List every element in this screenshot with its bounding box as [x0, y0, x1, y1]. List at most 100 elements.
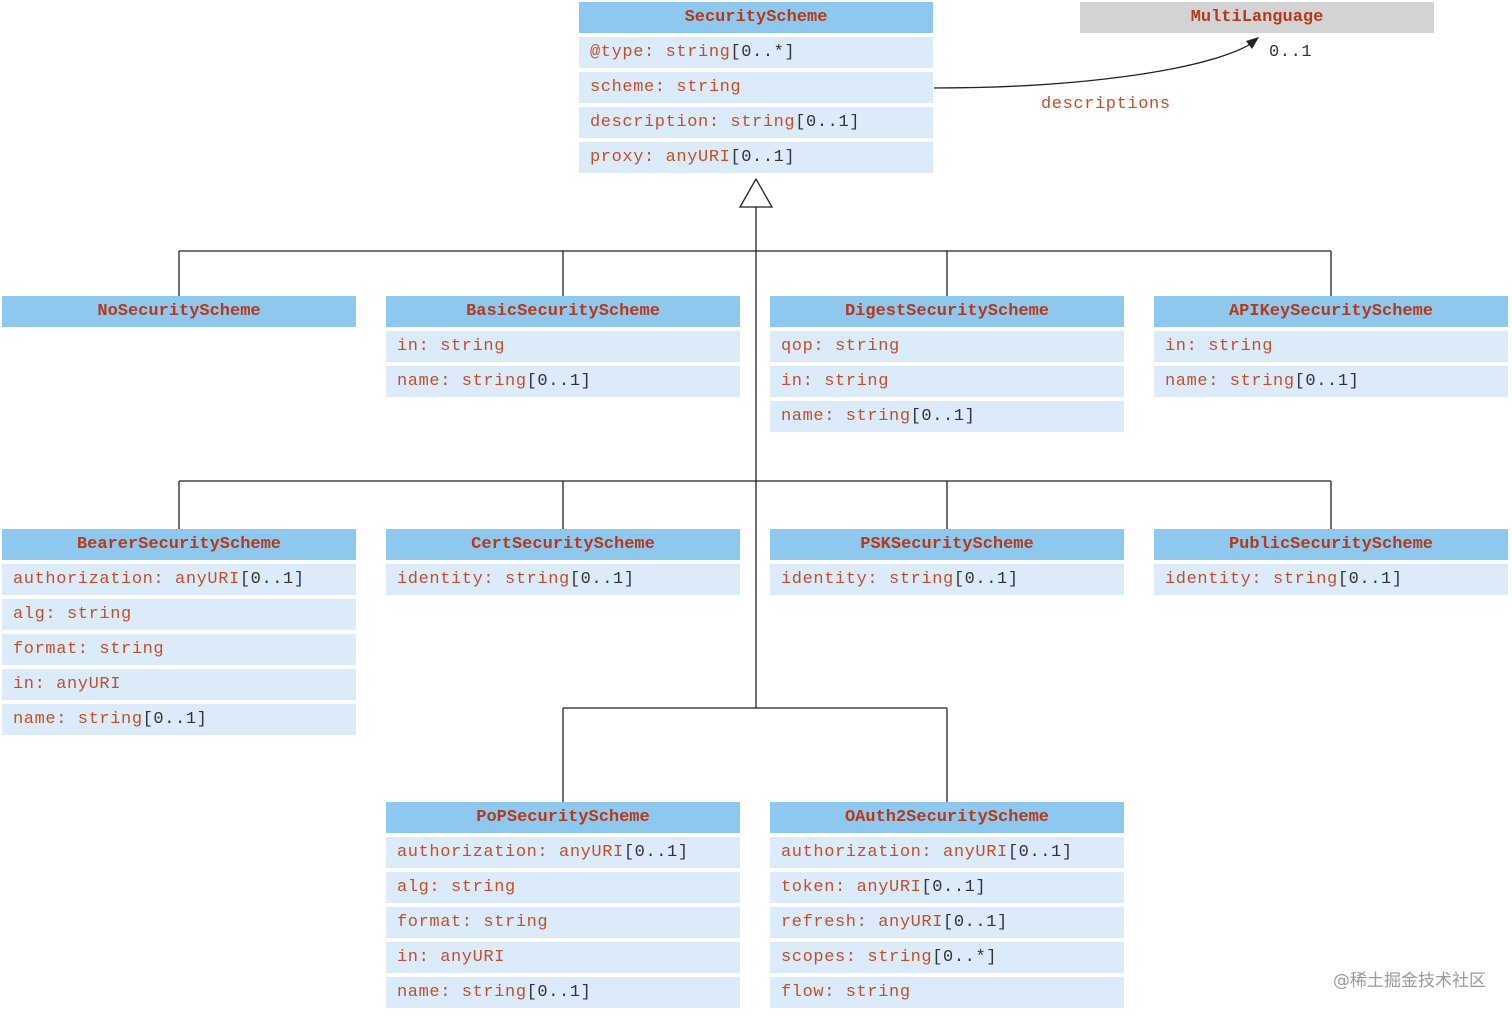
attribute-name: scopes: string	[781, 948, 933, 967]
attribute-row: qop: string	[770, 331, 1124, 362]
attribute-row: in: anyURI	[386, 942, 740, 973]
attribute-row: alg: string	[386, 872, 740, 903]
attribute-name: scheme: string	[590, 78, 742, 97]
attribute-row: proxy: anyURI [0..1]	[579, 142, 933, 173]
attribute-name: flow: string	[781, 983, 911, 1002]
attribute-list: authorization: anyURI [0..1]token: anyUR…	[770, 837, 1124, 1008]
attribute-row: identity: string [0..1]	[770, 564, 1124, 595]
attribute-row: identity: string [0..1]	[386, 564, 740, 595]
attribute-list: @type: string [0..*] scheme: string descri…	[579, 37, 933, 173]
class-title: OAuth2SecurityScheme	[770, 802, 1124, 833]
attribute-name: name: string	[397, 983, 527, 1002]
attribute-multiplicity: [0..1]	[943, 913, 1008, 932]
attribute-row: format: string	[2, 634, 356, 665]
attribute-row: authorization: anyURI [0..1]	[770, 837, 1124, 868]
attribute-multiplicity: [0..1]	[623, 843, 689, 862]
attribute-name: proxy: anyURI	[590, 148, 731, 167]
association-arrowhead	[1246, 37, 1259, 49]
attribute-name: identity: string	[397, 570, 570, 589]
attribute-row: name: string [0..1]	[2, 704, 356, 735]
attribute-multiplicity: [0..1]	[1007, 843, 1073, 862]
attribute-multiplicity: [0..1]	[730, 148, 796, 167]
class-title: NoSecurityScheme	[2, 296, 356, 327]
attribute-name: alg: string	[397, 878, 516, 897]
attribute-row: name: string [0..1]	[386, 366, 740, 397]
attribute-name: identity: string	[1165, 570, 1338, 589]
attribute-multiplicity: [0..1]	[526, 372, 592, 391]
attribute-row: authorization: anyURI [0..1]	[2, 564, 356, 595]
attribute-name: refresh: anyURI	[781, 913, 944, 932]
class-bearer-security-scheme: BearerSecurityScheme authorization: anyU…	[2, 529, 356, 739]
attribute-multiplicity: [0..1]	[142, 710, 208, 729]
attribute-list: authorization: anyURI [0..1] alg: string f…	[386, 837, 740, 1008]
attribute-name: description: string	[590, 113, 796, 132]
class-title: CertSecurityScheme	[386, 529, 740, 560]
class-title: PoPSecurityScheme	[386, 802, 740, 833]
watermark: @稀土掘金技术社区	[1333, 971, 1486, 991]
class-title: PublicSecurityScheme	[1154, 529, 1508, 560]
class-no-security-scheme: NoSecurityScheme	[2, 296, 356, 331]
attribute-row: scopes: string [0..*]	[770, 942, 1124, 973]
attribute-name: in: string	[1165, 337, 1274, 356]
attribute-row: name: string [0..1]	[386, 977, 740, 1008]
attribute-multiplicity: [0..1]	[910, 407, 976, 426]
attribute-name: alg: string	[13, 605, 132, 624]
attribute-name: authorization: anyURI	[781, 843, 1008, 862]
attribute-name: name: string	[781, 407, 911, 426]
class-security-scheme: SecurityScheme @type: string [0..*] schem…	[579, 2, 933, 177]
attribute-list: identity: string [0..1]	[386, 564, 740, 595]
attribute-name: name: string	[1165, 372, 1295, 391]
attribute-row: in: string	[770, 366, 1124, 397]
attribute-multiplicity: [0..1]	[1294, 372, 1360, 391]
attribute-name: authorization: anyURI	[397, 843, 624, 862]
attribute-row: identity: string [0..1]	[1154, 564, 1508, 595]
attribute-name: name: string	[13, 710, 143, 729]
class-pop-security-scheme: PoPSecurityScheme authorization: anyURI …	[386, 802, 740, 1012]
class-title: DigestSecurityScheme	[770, 296, 1124, 327]
attribute-row: @type: string [0..*]	[579, 37, 933, 68]
class-title: APIKeySecurityScheme	[1154, 296, 1508, 327]
attribute-row: alg: string	[2, 599, 356, 630]
attribute-list: in: string name: string [0..1]	[1154, 331, 1508, 397]
class-public-security-scheme: PublicSecurityScheme identity: string [0…	[1154, 529, 1508, 599]
attribute-name: in: string	[781, 372, 890, 391]
attribute-name: identity: string	[781, 570, 954, 589]
attribute-multiplicity: [0..1]	[795, 113, 861, 132]
class-title: BearerSecurityScheme	[2, 529, 356, 560]
attribute-name: in: anyURI	[13, 675, 122, 694]
attribute-name: format: string	[13, 640, 165, 659]
class-title: MultiLanguage	[1080, 2, 1434, 33]
attribute-multiplicity: [0..1]	[1337, 570, 1403, 589]
attribute-multiplicity: [0..1]	[921, 878, 987, 897]
class-psk-security-scheme: PSKSecurityScheme identity: string [0..1…	[770, 529, 1124, 599]
attribute-row: refresh: anyURI [0..1]	[770, 907, 1124, 938]
attribute-list: identity: string [0..1]	[770, 564, 1124, 595]
association-label: descriptions	[1041, 95, 1171, 114]
class-cert-security-scheme: CertSecurityScheme identity: string [0..…	[386, 529, 740, 599]
attribute-row: format: string	[386, 907, 740, 938]
attribute-row: token: anyURI [0..1]	[770, 872, 1124, 903]
attribute-list: authorization: anyURI [0..1] alg: string f…	[2, 564, 356, 735]
attribute-row: name: string [0..1]	[770, 401, 1124, 432]
attribute-multiplicity: [0..*]	[730, 43, 796, 62]
class-title: SecurityScheme	[579, 2, 933, 33]
attribute-row: flow: string	[770, 977, 1124, 1008]
generalization-arrow	[738, 177, 774, 208]
attribute-list: qop: string in: string name: string [0..1]	[770, 331, 1124, 432]
attribute-row: description: string [0..1]	[579, 107, 933, 138]
attribute-row: in: string	[1154, 331, 1508, 362]
attribute-row: scheme: string	[579, 72, 933, 103]
attribute-row: in: anyURI	[2, 669, 356, 700]
attribute-name: qop: string	[781, 337, 900, 356]
attribute-name: token: anyURI	[781, 878, 922, 897]
attribute-name: in: anyURI	[397, 948, 506, 967]
attribute-row: name: string [0..1]	[1154, 366, 1508, 397]
attribute-name: in: string	[397, 337, 506, 356]
attribute-multiplicity: [0..1]	[569, 570, 635, 589]
attribute-row: authorization: anyURI [0..1]	[386, 837, 740, 868]
class-multi-language: MultiLanguage	[1080, 2, 1434, 37]
class-digest-security-scheme: DigestSecurityScheme qop: string in: stri…	[770, 296, 1124, 436]
attribute-multiplicity: [0..1]	[239, 570, 305, 589]
